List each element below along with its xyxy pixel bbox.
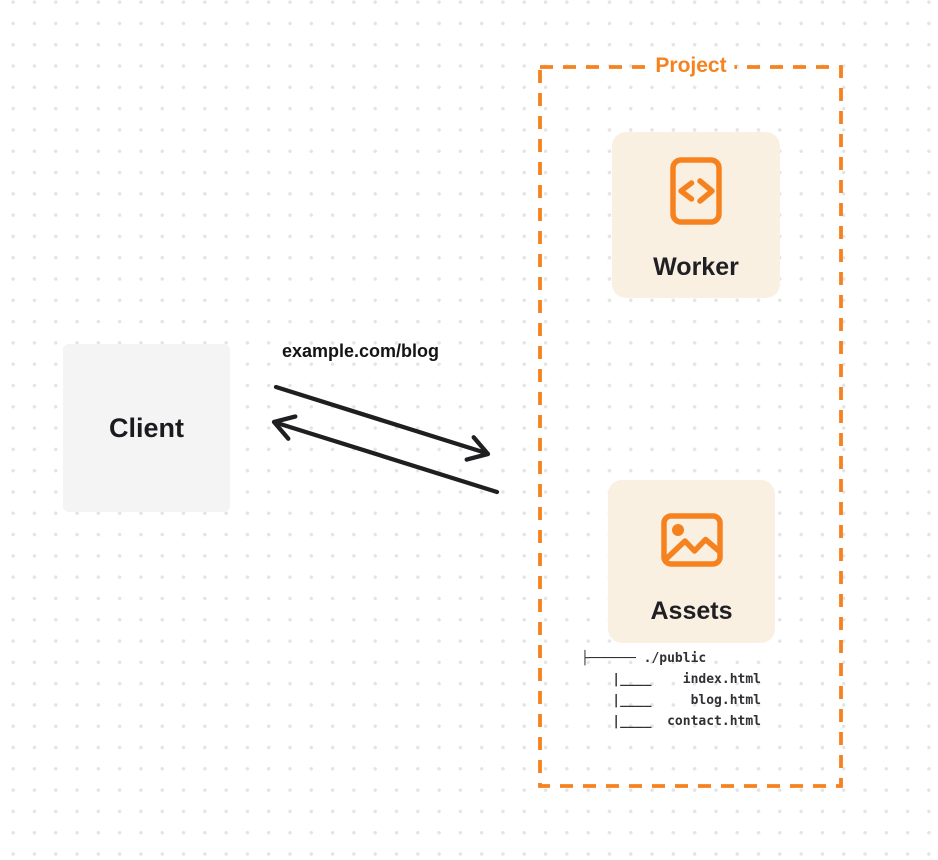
worker-label: Worker (653, 253, 739, 281)
request-url-label: example.com/blog (282, 341, 440, 361)
client-label: Client (108, 412, 184, 443)
image-icon (660, 513, 723, 567)
assets-node: Assets (608, 480, 775, 643)
code-file-icon (670, 157, 722, 225)
project-title: Project (647, 53, 735, 79)
response-arrow (271, 414, 500, 495)
assets-label: Assets (650, 597, 733, 625)
worker-node: Worker (612, 132, 780, 298)
assets-file-tree: ├────── ./public |____ index.html |____ … (581, 651, 762, 729)
client-node: Client (63, 344, 230, 512)
request-arrow (273, 384, 491, 462)
